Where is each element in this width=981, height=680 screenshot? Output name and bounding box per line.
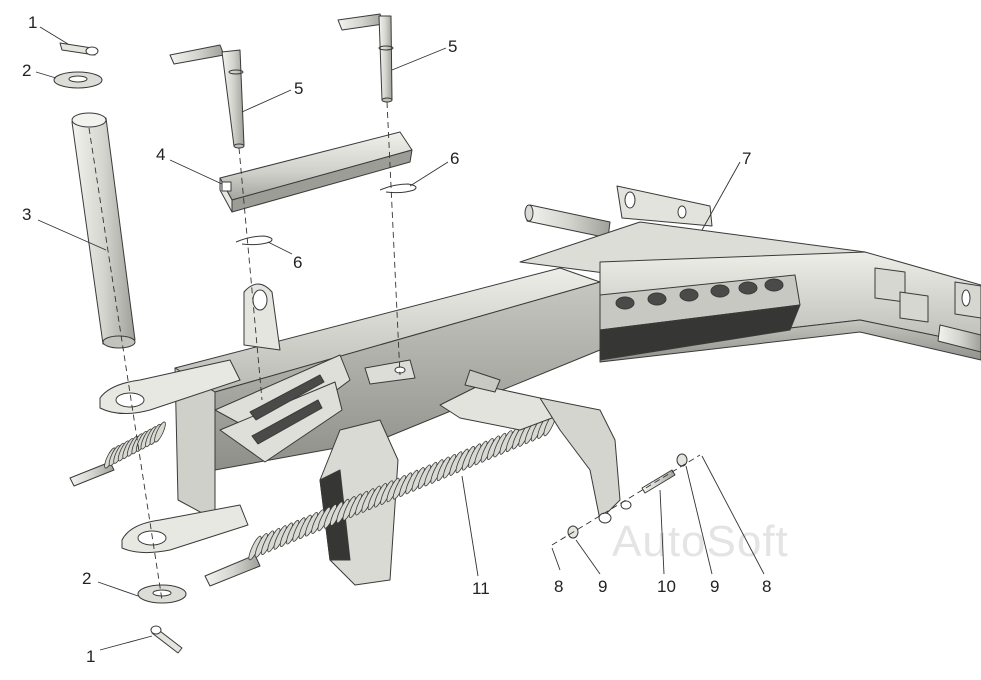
callout-2-bottom: 2	[82, 569, 91, 588]
cotter-pin-top-part-1	[59, 42, 99, 56]
callout-5-right: 5	[448, 37, 457, 56]
spring-clip-right-part-6	[379, 183, 417, 194]
callout-9-right: 9	[710, 577, 719, 596]
frame-arm-part-7	[519, 185, 981, 363]
square-tube-part-4	[219, 131, 413, 213]
tension-bracket	[439, 369, 632, 524]
callout-3: 3	[22, 205, 31, 224]
adjustment-slot-holes	[615, 278, 784, 310]
callout-5-left: 5	[294, 79, 303, 98]
spring-coil	[154, 421, 166, 443]
callout-8-left: 8	[554, 577, 563, 596]
callout-9-left: 9	[598, 577, 607, 596]
callout-1-top: 1	[28, 13, 37, 32]
washer-top-part-2	[53, 71, 103, 89]
pivot-pin-part-3	[71, 112, 136, 349]
callout-8-right: 8	[762, 577, 771, 596]
callout-7: 7	[742, 149, 751, 168]
callout-11: 11	[472, 579, 490, 598]
callout-1-bottom: 1	[86, 647, 95, 666]
l-pin-left-part-5	[169, 44, 245, 149]
callout-2-top: 2	[22, 61, 31, 80]
callout-6-right: 6	[450, 149, 459, 168]
washer-bottom-part-2	[137, 584, 187, 604]
spring-left	[69, 421, 166, 487]
callout-leaders	[35, 26, 765, 651]
spring-right-part-11	[204, 411, 557, 587]
spring-clip-left-part-6	[235, 235, 273, 246]
fastener-bolt-part-10	[641, 469, 676, 494]
callout-10: 10	[657, 577, 676, 596]
callout-labels: 1 2 3 4 5 5 6 6 7 2 1 8 9 10 9 8 11	[22, 13, 771, 666]
fastener-right-washer-part-9	[676, 453, 688, 467]
callout-6-left: 6	[293, 253, 302, 272]
l-pin-right-part-5	[337, 13, 394, 103]
callout-4: 4	[156, 145, 165, 164]
assembly-axes	[88, 101, 701, 601]
cotter-pin-bottom-part-1	[150, 625, 183, 654]
